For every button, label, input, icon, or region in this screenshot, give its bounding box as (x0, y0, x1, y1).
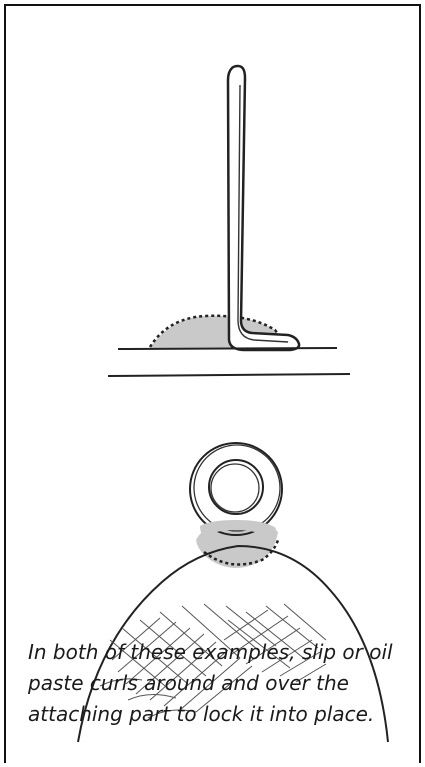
ring-inner (209, 460, 263, 514)
surface-line-top (118, 348, 337, 349)
rod-attachment-figure (108, 66, 350, 376)
figure-caption: In both of these examples, slip or oil p… (28, 637, 408, 730)
surface-line-bottom (108, 374, 350, 376)
